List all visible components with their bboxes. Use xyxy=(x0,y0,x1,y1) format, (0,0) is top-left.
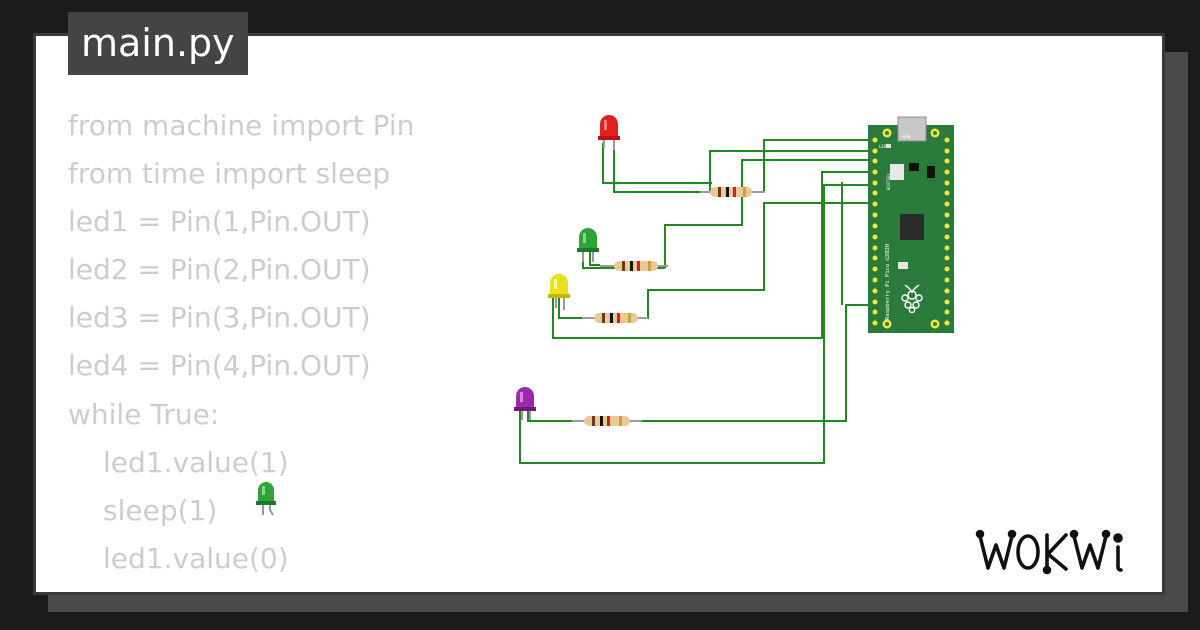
code-line: led2.value(1) xyxy=(68,583,414,592)
purple-led[interactable] xyxy=(514,387,536,420)
yellow-led[interactable] xyxy=(548,274,570,310)
wire xyxy=(519,184,872,464)
resistor xyxy=(582,313,648,323)
code-line: from machine import Pin xyxy=(68,109,415,142)
led-indicator xyxy=(886,144,891,148)
resistor xyxy=(700,187,765,197)
wire xyxy=(602,143,712,184)
wire xyxy=(589,250,600,266)
code-line: sleep(1) xyxy=(103,493,218,527)
wire xyxy=(636,202,872,319)
usb-label: USB xyxy=(903,134,911,139)
led-label: LED xyxy=(879,144,887,149)
green-led[interactable] xyxy=(577,228,599,262)
resistor xyxy=(600,261,668,271)
wokwi-logo[interactable] xyxy=(974,527,1150,577)
pin-header-left xyxy=(872,137,878,326)
code-line: while True: xyxy=(68,397,220,431)
code-line: led1.value(0) xyxy=(103,541,289,575)
wire xyxy=(527,411,588,422)
file-tab-main-py[interactable]: main.py xyxy=(68,12,248,75)
code-preview: from machine import Pin from time import… xyxy=(68,102,415,592)
pico-board[interactable]: USB LED BOOTSEL Raspberry Pi Pico ©2020 xyxy=(868,116,954,333)
code-line: from time import sleep xyxy=(68,157,391,191)
wires xyxy=(519,139,872,464)
resistor xyxy=(572,416,642,426)
raspberry-logo-icon xyxy=(901,284,923,314)
pin-header-right xyxy=(944,137,950,326)
rp2040-chip xyxy=(900,214,924,240)
wire xyxy=(664,159,872,268)
wire xyxy=(628,304,872,422)
code-line: led4 = Pin(4,Pin.OUT) xyxy=(68,349,371,383)
bootsel-button xyxy=(890,164,904,180)
wire xyxy=(552,171,872,339)
code-line: led3 = Pin(3,Pin.OUT) xyxy=(68,301,371,335)
code-line: led1 = Pin(1,Pin.OUT) xyxy=(68,205,371,239)
board-label: Raspberry Pi Pico ©2020 xyxy=(885,244,891,320)
code-line: led1.value(1) xyxy=(103,445,289,479)
red-led[interactable] xyxy=(598,115,620,150)
mounting-holes-inner xyxy=(885,131,937,326)
code-line: led2 = Pin(2,Pin.OUT) xyxy=(68,253,371,287)
bootsel-label: BOOTSEL xyxy=(886,173,891,190)
green-led-small[interactable] xyxy=(256,482,276,516)
